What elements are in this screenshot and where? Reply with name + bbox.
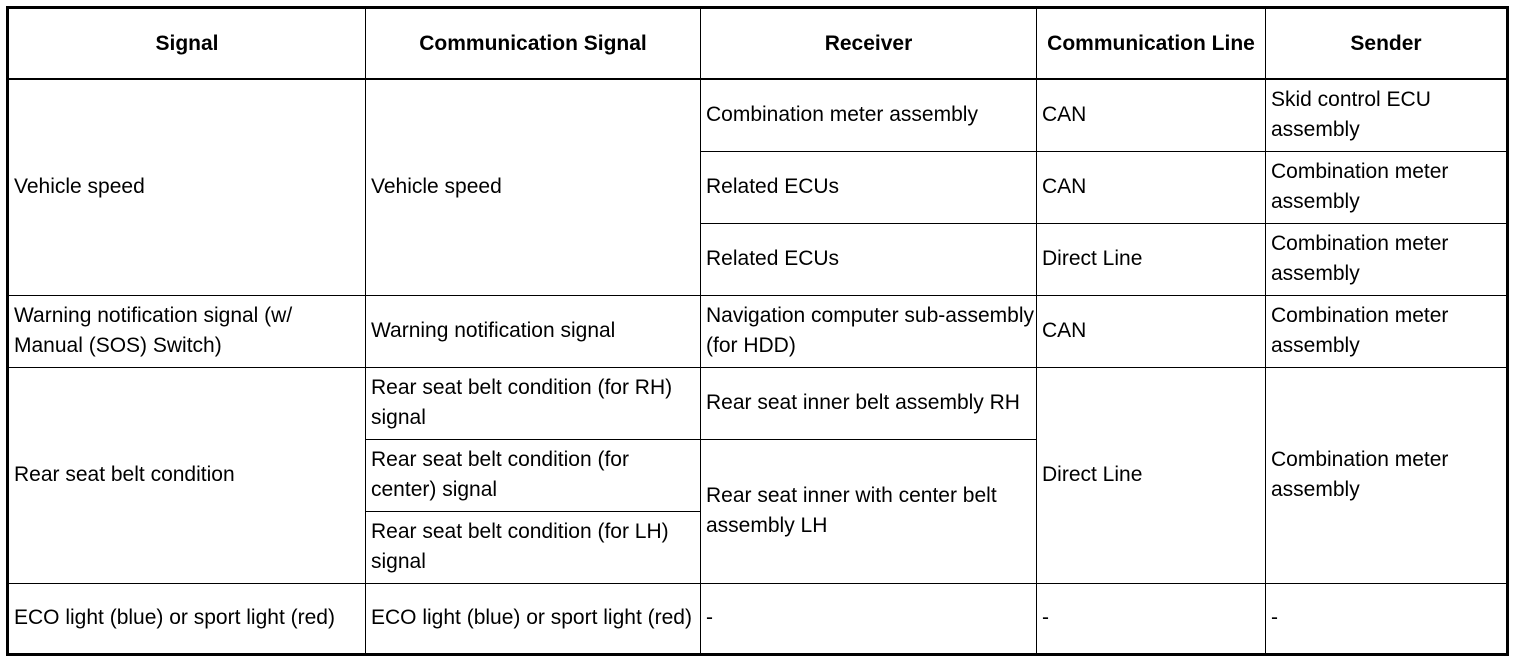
cell-receiver: Related ECUs <box>700 222 1037 296</box>
table-row: Warning notification signal (w/ Manual (… <box>7 294 1508 368</box>
cell-receiver: - <box>700 582 1037 655</box>
cell-sender: Combination meter assembly <box>1265 294 1508 368</box>
cell-receiver: Navigation computer sub-assembly (for HD… <box>700 294 1037 368</box>
header-signal: Signal <box>7 7 366 80</box>
cell-communication-line: Direct Line <box>1036 366 1266 584</box>
table-row: Rear seat belt condition Rear seat belt … <box>7 366 1508 584</box>
cell-sender: Combination meter assembly <box>1265 150 1508 224</box>
cell-communication-signal: Rear seat belt condition (for LH) signal <box>365 510 701 584</box>
table-container: Signal Communication Signal Receiver Com… <box>6 6 1509 656</box>
cell-sender: Combination meter assembly <box>1265 366 1508 584</box>
cell-sender: - <box>1265 582 1508 655</box>
cell-communication-signal: Warning notification signal <box>365 294 701 368</box>
cell-communication-signal: Rear seat belt condition (for RH) signal <box>365 366 701 440</box>
table-row: Rear seat belt condition (for center) si… <box>8 438 1508 584</box>
cell-communication-signal: ECO light (blue) or sport light (red) <box>365 582 701 655</box>
communication-table: Signal Communication Signal Receiver Com… <box>6 6 1509 656</box>
cell-receiver: Rear seat inner with center belt assembl… <box>700 438 1037 584</box>
cell-communication-line: - <box>1036 582 1266 655</box>
cell-signal: ECO light (blue) or sport light (red) <box>7 582 366 655</box>
table-row: Rear seat belt condition (for LH) signal <box>8 510 1508 584</box>
header-row: Signal Communication Signal Receiver Com… <box>7 7 1508 80</box>
cell-receiver: Combination meter assembly <box>700 78 1037 152</box>
header-communication-line: Communication Line <box>1036 7 1266 80</box>
table-row: Related ECUs Direct Line Combination met… <box>8 222 1508 296</box>
cell-sender: Skid control ECU assembly <box>1265 78 1508 152</box>
header-sender: Sender <box>1265 7 1508 80</box>
header-receiver: Receiver <box>700 7 1037 80</box>
cell-signal: Warning notification signal (w/ Manual (… <box>7 294 366 368</box>
table-row: Vehicle speed Vehicle speed Combination … <box>7 78 1508 296</box>
cell-communication-signal: Rear seat belt condition (for center) si… <box>365 438 701 512</box>
cell-communication-signal: Vehicle speed <box>365 78 701 296</box>
table-row: ECO light (blue) or sport light (red) EC… <box>7 582 1508 655</box>
cell-communication-line: CAN <box>1036 294 1266 368</box>
cell-communication-line: Direct Line <box>1036 222 1266 296</box>
cell-communication-line: CAN <box>1036 150 1266 224</box>
cell-signal: Rear seat belt condition <box>7 366 366 584</box>
cell-receiver: Rear seat inner belt assembly RH <box>700 366 1037 440</box>
cell-receiver: Related ECUs <box>700 150 1037 224</box>
table-row: Related ECUs CAN Combination meter assem… <box>8 150 1508 224</box>
cell-communication-line: CAN <box>1036 78 1266 152</box>
cell-signal: Vehicle speed <box>7 78 366 296</box>
cell-sender: Combination meter assembly <box>1265 222 1508 296</box>
header-communication-signal: Communication Signal <box>365 7 701 80</box>
